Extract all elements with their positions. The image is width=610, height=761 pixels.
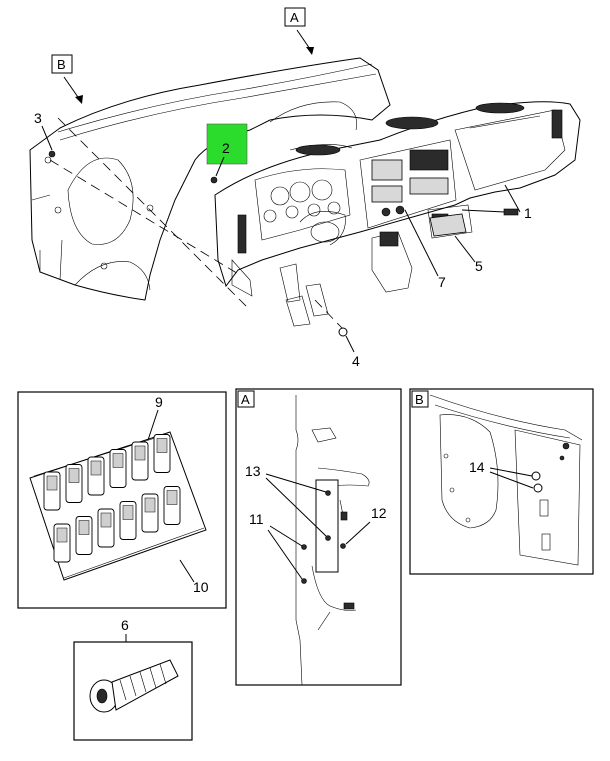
- view-b-label-box: [51, 54, 73, 74]
- detail-b: B 14: [409, 388, 594, 575]
- callout-14-leader-1: [489, 467, 533, 477]
- callout-14: 14: [469, 459, 485, 475]
- callout-4: 4: [352, 353, 360, 369]
- detail-a-label: A: [241, 392, 250, 407]
- pedals: [231, 259, 329, 327]
- cable-1-plug: [503, 208, 519, 216]
- dash-line-upper: [57, 117, 251, 311]
- callout-11-leader-2: [267, 529, 303, 580]
- detail-b-frame: [409, 388, 594, 575]
- view-a-label: A: [290, 10, 299, 25]
- rocker-switch-face-7: [56, 527, 68, 543]
- callout-13-leader-1: [265, 473, 327, 493]
- callout-11: 11: [249, 511, 264, 527]
- callout-2: 2: [222, 140, 230, 156]
- gear-shifter: [371, 231, 413, 293]
- screw-detail: 6: [73, 617, 193, 741]
- callout-10-leader: [179, 559, 195, 583]
- part-5: [429, 213, 467, 237]
- rocker-switch-face-12: [166, 490, 178, 505]
- view-a-arrowhead: [306, 47, 314, 55]
- screw-icon: [89, 659, 179, 713]
- fastener-2: [210, 176, 218, 184]
- switch-panel-detail: 9 10: [17, 391, 227, 609]
- view-b-label: B: [57, 57, 66, 72]
- switch-panel-body: [29, 431, 207, 581]
- cable-1: [461, 209, 506, 213]
- rocker-switch-face-10: [122, 505, 134, 520]
- rocker-switch-face-9: [100, 512, 112, 528]
- callout-13-leader-2: [265, 477, 327, 537]
- callout-9-leader: [147, 409, 159, 441]
- dash-line-lower: [49, 159, 241, 276]
- callout-6: 6: [121, 617, 129, 633]
- detail-b-label-box: [411, 390, 429, 408]
- rocker-switch-face-11: [144, 497, 156, 513]
- callout-13: 13: [245, 463, 261, 479]
- cowl-panel: [29, 57, 391, 301]
- callout-3-leader: [41, 125, 53, 151]
- callout-1-leader: [504, 184, 521, 213]
- rocker-switch-face-1: [46, 475, 58, 491]
- detail-a-label-box: [237, 390, 255, 408]
- callout-5: 5: [475, 258, 483, 274]
- screw-4-dash: [314, 299, 343, 329]
- screw-4: [338, 327, 348, 337]
- callout-11-leader-1: [269, 525, 303, 547]
- callout-10: 10: [193, 579, 209, 595]
- callout-5-leader: [454, 235, 476, 263]
- detail-b-label: B: [415, 392, 424, 407]
- rocker-switch-face-2: [68, 468, 80, 483]
- callout-4-leader: [345, 335, 355, 353]
- rocker-switch-face-4: [112, 453, 124, 468]
- callout-14-leader-2: [489, 471, 534, 489]
- fastener-3: [48, 150, 56, 158]
- rocker-switch-face-6: [156, 438, 168, 453]
- rocker-switch-face-8: [78, 520, 90, 535]
- callout-12: 12: [371, 505, 387, 521]
- view-a-label-box: [284, 7, 306, 27]
- callout-7: 7: [438, 274, 446, 290]
- view-b-arrow-line: [63, 76, 81, 101]
- callout-3: 3: [34, 110, 42, 126]
- rocker-switch-face-3: [90, 460, 102, 476]
- callout-2-leader: [215, 156, 225, 177]
- detail-a: A 13 11 12: [235, 388, 402, 686]
- dashboard-body: [214, 101, 581, 288]
- highlight-box: [206, 123, 248, 165]
- callout-9: 9: [155, 394, 163, 410]
- rocker-switch-face-5: [134, 445, 146, 461]
- view-b-arrowhead: [75, 95, 83, 104]
- rocker-switches: [43, 434, 181, 563]
- main-assembly: A B: [29, 7, 581, 369]
- callout-1: 1: [524, 205, 532, 221]
- callout-7-leader: [404, 209, 439, 277]
- callout-12-leader: [345, 521, 371, 545]
